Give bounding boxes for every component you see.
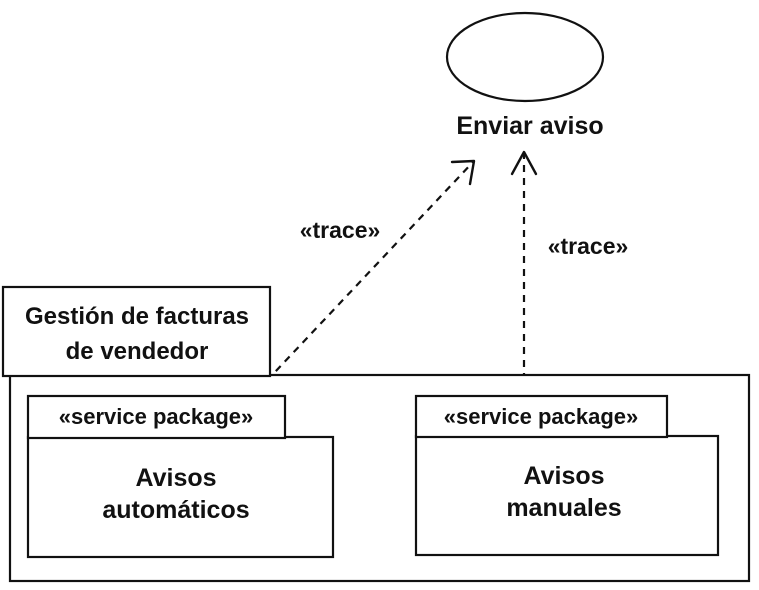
subsystem-title-line2: de vendedor [66,338,209,365]
package-body-automaticos[interactable] [26,435,335,559]
package-stereotype-manuales: «service package» [444,404,639,429]
trace-dependency-line-automaticos[interactable] [257,160,475,391]
subsystem-tab[interactable] [1,285,272,378]
package-stereotype-automaticos: «service package» [59,404,254,429]
package-tab-manuales[interactable] [414,394,669,439]
package-name-manuales-line2: manuales [506,494,621,522]
trace-arrowhead-manuales [510,150,538,176]
trace-label-automaticos: «trace» [300,217,381,243]
use-case-name: Enviar aviso [456,112,603,140]
package-body-manuales[interactable] [414,434,720,557]
subsystem-title-line1: Gestión de facturas [25,303,249,330]
trace-arrowhead-automaticos [450,159,476,186]
package-name-automaticos-line1: Avisos [135,464,216,492]
package-name-manuales-line1: Avisos [523,462,604,490]
package-name-automaticos-line2: automáticos [102,496,249,524]
package-tab-automaticos[interactable] [26,394,287,440]
use-case-ellipse[interactable] [445,11,605,103]
trace-label-manuales: «trace» [548,233,629,259]
